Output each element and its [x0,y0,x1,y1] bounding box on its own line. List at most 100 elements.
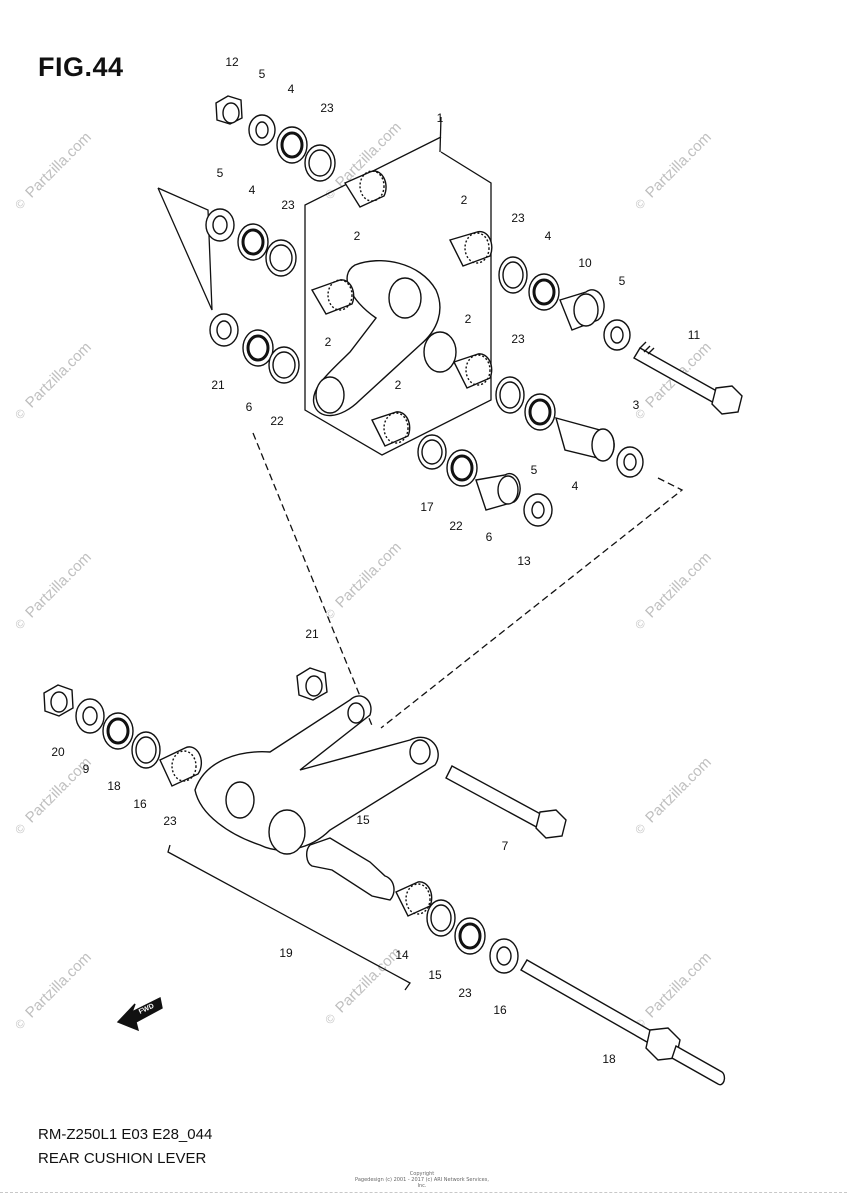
svg-text:Partzilla.com: Partzilla.com [332,944,405,1017]
bearing-2-c [310,279,355,315]
washer-18-left [75,698,105,734]
seal-16-right [454,917,486,955]
part-label-16: 16 [133,797,147,811]
svg-text:©: © [12,406,28,422]
washer-22-left [268,346,300,384]
seal-4-right-a [528,273,560,311]
svg-text:Partzilla.com: Partzilla.com [332,539,405,612]
seal-4-right-b [524,393,556,431]
part-label-2: 2 [395,378,402,392]
svg-text:©: © [12,196,28,212]
washer-22-mid [417,434,447,470]
parts-layer [43,95,743,1086]
part-label-5: 5 [217,166,224,180]
svg-text:Partzilla.com: Partzilla.com [642,129,715,202]
part-label-7: 7 [502,839,509,853]
part-label-4: 4 [545,229,552,243]
sleeve-7 [306,837,395,901]
svg-text:Partzilla.com: Partzilla.com [22,549,95,622]
watermark: ©Partzilla.com [12,129,95,212]
watermark: ©Partzilla.com [12,949,95,1032]
part-label-18: 18 [107,779,121,793]
svg-text:©: © [12,821,28,837]
spacer-17 [554,416,615,462]
part-label-12: 12 [225,55,239,69]
washer-23-left [265,239,297,277]
svg-text:©: © [12,616,28,632]
section-title: REAR CUSHION LEVER [38,1150,207,1167]
part-label-2: 2 [354,229,361,243]
part-label-3: 3 [633,398,640,412]
nut-9 [43,684,74,717]
spacer-10 [559,289,605,331]
part-number-labels: 1254231542322234105112222321622354172261… [51,55,700,1066]
seal-4-top [276,126,308,164]
nut-20 [296,667,328,701]
spacer-13 [475,472,521,511]
part-label-4: 4 [572,479,579,493]
part-label-6: 6 [486,530,493,544]
watermark: ©Partzilla.com [632,129,715,212]
watermark: ©Partzilla.com [632,549,715,632]
model-code: RM-Z250L1 E03 E28_044 [38,1126,213,1143]
seal-16-left [102,712,134,750]
collar-5-left [205,208,235,242]
svg-text:©: © [632,196,648,212]
part-label-4: 4 [249,183,256,197]
collar-21-mid [523,493,553,527]
svg-text:©: © [322,1011,338,1027]
nut-12 [215,95,243,125]
part-label-5: 5 [531,463,538,477]
part-label-5: 5 [259,67,266,81]
part-label-1: 1 [437,111,444,125]
collar-21-left [209,313,239,347]
part-label-23: 23 [163,814,177,828]
part-label-22: 22 [449,519,463,533]
bolt-8 [520,959,726,1086]
seal-4-left [237,223,269,261]
watermark: ©Partzilla.com [12,549,95,632]
collar-5-top [248,114,276,146]
bracket-lower [167,844,411,991]
watermark: ©Partzilla.com [632,754,715,837]
callout-bracket-left [157,187,213,311]
washer-23-right-a [498,256,528,294]
bolt-19 [445,765,567,839]
part-label-22: 22 [270,414,284,428]
watermark: ©Partzilla.com [12,339,95,422]
part-label-21: 21 [211,378,225,392]
part-label-13: 13 [517,554,531,568]
connecting-rod-14 [194,695,439,851]
watermark-layer: ©Partzilla.com©Partzilla.com©Partzilla.c… [12,119,715,1032]
svg-text:Partzilla.com: Partzilla.com [642,949,715,1022]
washer-18-right [489,938,519,974]
part-label-17: 17 [420,500,434,514]
part-label-16: 16 [493,1003,507,1017]
part-label-2: 2 [325,335,332,349]
washer-23-lower-right [426,899,456,937]
part-label-23: 23 [511,332,525,346]
part-label-6: 6 [246,400,253,414]
figure-title: FIG.44 [38,52,124,82]
svg-text:Partzilla.com: Partzilla.com [642,754,715,827]
watermark: ©Partzilla.com [632,949,715,1032]
bearing-15-left [159,746,203,787]
part-label-23: 23 [281,198,295,212]
part-label-23: 23 [458,986,472,1000]
bearing-2-b [449,230,493,267]
part-label-2: 2 [461,193,468,207]
washer-23-top [304,144,336,182]
part-label-14: 14 [395,948,409,962]
seal-6-left [242,329,274,367]
part-label-18: 18 [602,1052,616,1066]
part-label-15: 15 [428,968,442,982]
seal-6-mid [446,449,478,487]
dash-line-left [252,432,374,729]
svg-text:©: © [632,821,648,837]
part-label-19: 19 [279,946,293,960]
bearing-2-d [453,353,493,389]
part-label-11: 11 [688,328,701,342]
part-label-23: 23 [511,211,525,225]
bearing-15-right [395,881,433,917]
